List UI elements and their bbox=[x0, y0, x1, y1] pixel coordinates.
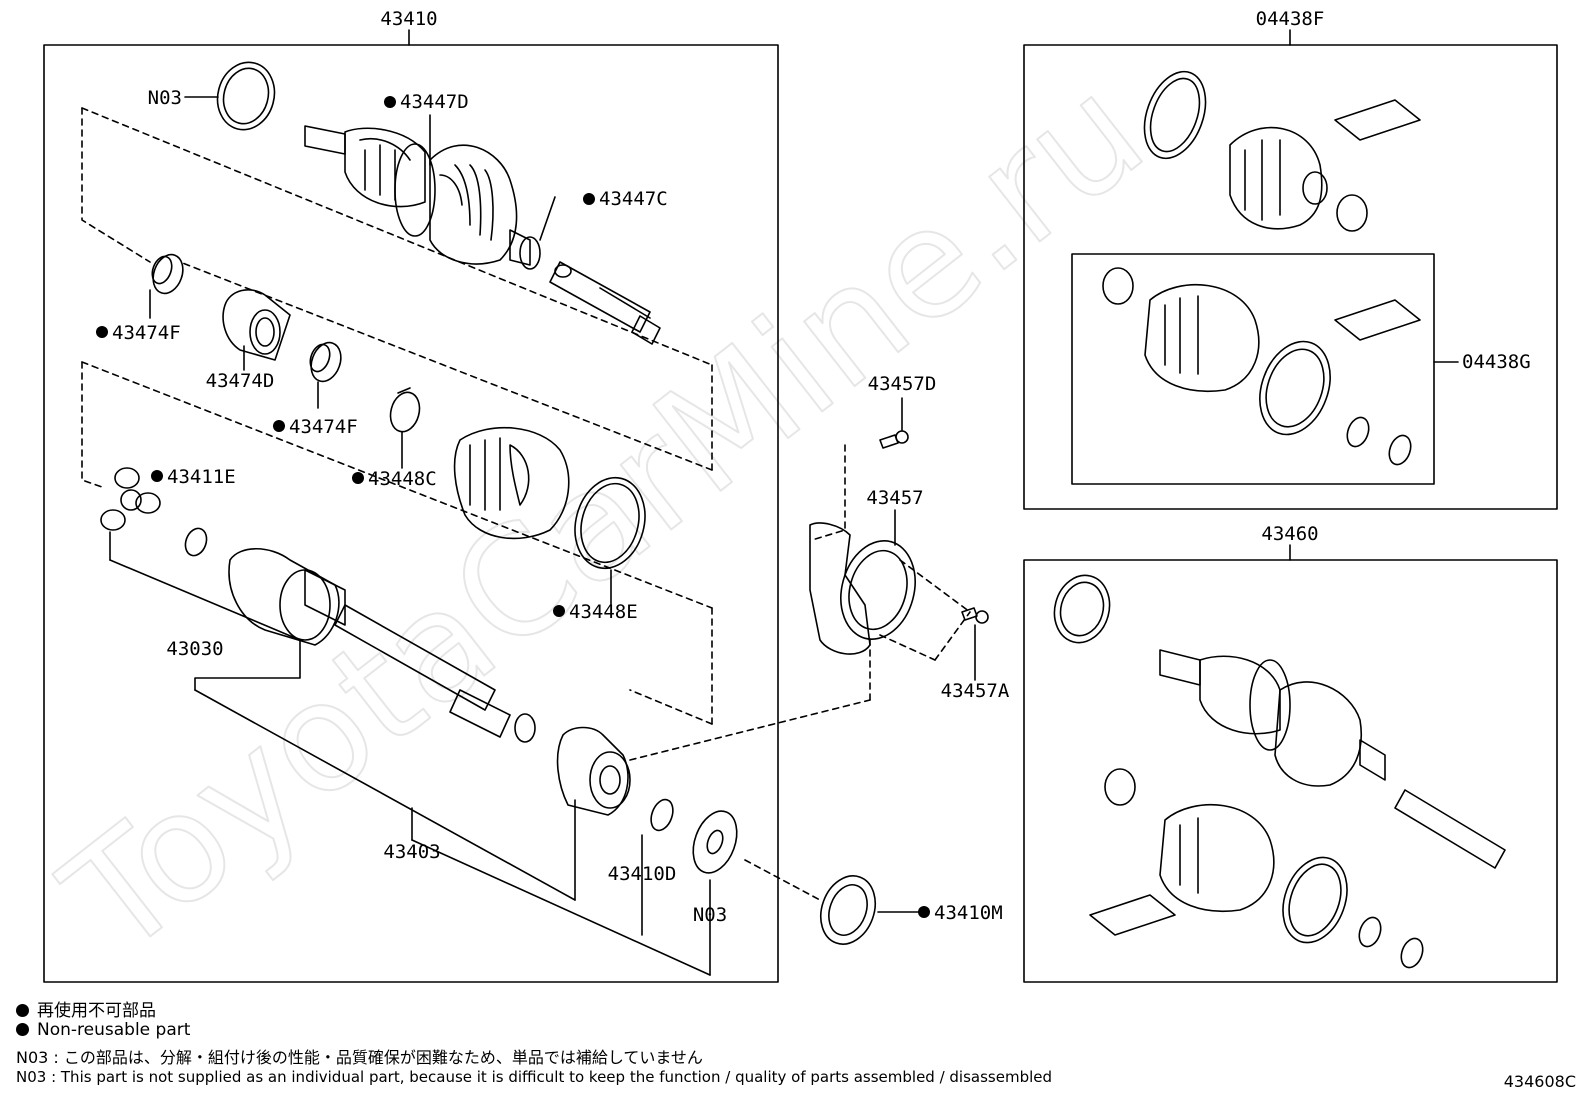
washer-n03-bottom bbox=[692, 810, 738, 874]
marker-43447C bbox=[583, 193, 595, 205]
band-43448E bbox=[574, 476, 646, 570]
dashed-guides bbox=[81, 107, 971, 901]
bracket-43457 bbox=[809, 522, 916, 655]
legend-n03-en: N03 : This part is not supplied as an in… bbox=[16, 1068, 1053, 1086]
clamp-43474F-b bbox=[309, 341, 342, 383]
label-43447C: 43447C bbox=[599, 188, 668, 210]
label-43410M: 43410M bbox=[934, 902, 1003, 924]
label-n03-bottom: N03 bbox=[693, 904, 727, 926]
marker-43447D bbox=[384, 96, 396, 108]
bolt-43457A bbox=[961, 607, 989, 624]
seal-ring-n03-top bbox=[216, 61, 276, 131]
marker-43448C bbox=[352, 472, 364, 484]
kit-04438F-parts bbox=[1143, 70, 1421, 232]
label-43447D: 43447D bbox=[400, 91, 469, 113]
damper-43474D bbox=[222, 289, 291, 361]
kit-04438G-parts bbox=[1102, 267, 1421, 466]
label-43411E: 43411E bbox=[167, 466, 236, 488]
diagram-code: 434608C bbox=[1503, 1072, 1576, 1091]
legend-text: Non-reusable part bbox=[37, 1020, 191, 1040]
label-43448E: 43448E bbox=[569, 601, 638, 623]
label-43448C: 43448C bbox=[368, 468, 437, 490]
label-n03-top: N03 bbox=[148, 87, 182, 109]
label-43474D: 43474D bbox=[206, 370, 275, 392]
ring-43410D bbox=[650, 798, 674, 832]
inner-shaft-43030 bbox=[228, 548, 536, 743]
label-04438F: 04438F bbox=[1256, 8, 1325, 30]
marker-43411E bbox=[151, 470, 163, 482]
legend-non-reusable-en: Non-reusable part bbox=[16, 1020, 190, 1040]
label-43030: 43030 bbox=[166, 638, 223, 660]
label-43474F-b: 43474F bbox=[289, 416, 358, 438]
label-43457A: 43457A bbox=[941, 680, 1010, 702]
non-reusable-markers bbox=[96, 96, 930, 918]
inner-boot-43448 bbox=[453, 426, 570, 540]
bolt-43457D bbox=[879, 430, 909, 449]
label-43474F-a: 43474F bbox=[112, 322, 181, 344]
leader-43030-a bbox=[109, 559, 301, 641]
label-43457: 43457 bbox=[866, 487, 923, 509]
assembly-43460-parts bbox=[1053, 574, 1506, 969]
legend-text: 再使用不可部品 bbox=[37, 1001, 156, 1021]
label-43457D: 43457D bbox=[868, 373, 937, 395]
legend-n03-ja: N03 : この部品は、分解・組付け後の性能・品質確保が困難なため、単品では補給… bbox=[16, 1048, 703, 1067]
marker-43474F-b bbox=[273, 420, 285, 432]
marker-43410M bbox=[918, 906, 930, 918]
label-43460: 43460 bbox=[1261, 523, 1318, 545]
outer-cv-joint-shaft bbox=[304, 125, 661, 345]
label-43410: 43410 bbox=[380, 8, 437, 30]
clamp-43474F-a bbox=[151, 253, 184, 295]
marker-43474F-a bbox=[96, 326, 108, 338]
label-43403: 43403 bbox=[383, 841, 440, 863]
watermark-text: ToyotaCarMine.ru bbox=[34, 44, 1175, 988]
legend-non-reusable-ja: 再使用不可部品 bbox=[16, 996, 156, 1021]
bearing-bracket bbox=[556, 726, 631, 816]
bullet-icon bbox=[16, 1023, 29, 1036]
leader-43030-b bbox=[194, 639, 301, 691]
leader-43030-c bbox=[194, 689, 576, 901]
snap-ring-43411E bbox=[184, 527, 208, 557]
label-43410D: 43410D bbox=[608, 863, 677, 885]
frame-43410 bbox=[43, 44, 779, 983]
marker-43448E bbox=[553, 605, 565, 617]
seal-43410M bbox=[819, 875, 877, 945]
leader-43403-c bbox=[411, 839, 711, 976]
clamp-43448C bbox=[389, 387, 421, 433]
leader-43447C bbox=[539, 196, 556, 241]
tripod-43411E bbox=[100, 467, 161, 531]
bullet-icon bbox=[16, 1004, 29, 1017]
label-04438G: 04438G bbox=[1462, 351, 1531, 373]
frame-04438G bbox=[1071, 253, 1435, 485]
